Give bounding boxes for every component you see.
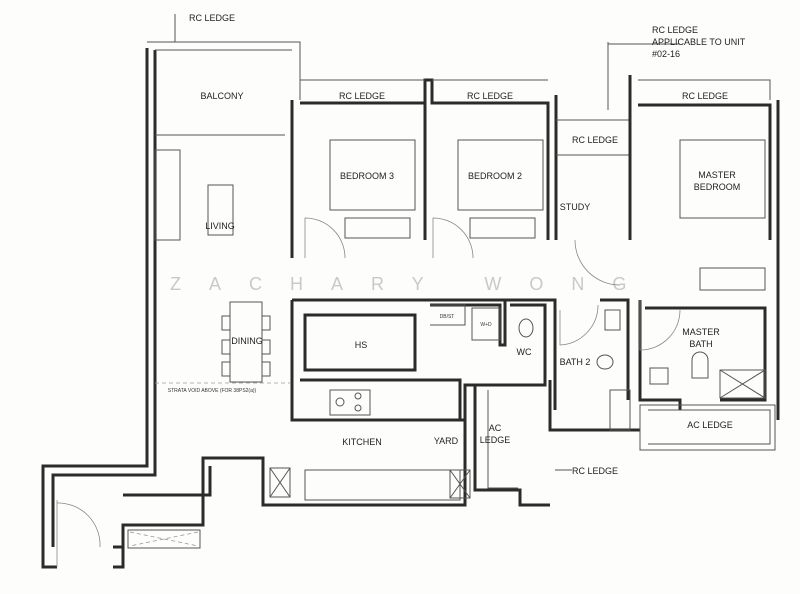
label-master-bath-1: MASTER — [682, 327, 720, 337]
label-master-bedroom-2: BEDROOM — [694, 182, 741, 192]
label-rc-ledge-master: RC LEDGE — [682, 91, 728, 101]
label-bath2: BATH 2 — [560, 357, 591, 367]
label-kitchen: KITCHEN — [342, 437, 382, 447]
label-rc-ledge-top-left: RC LEDGE — [189, 13, 235, 23]
label-rc-ledge-bedroom3: RC LEDGE — [339, 91, 385, 101]
label-strata-void: STRATA VOID ABOVE (FOR 38PS2(a)) — [168, 388, 257, 394]
label-balcony: BALCONY — [200, 91, 243, 101]
label-rc-ledge-bedroom2: RC LEDGE — [467, 91, 513, 101]
label-hs: HS — [355, 340, 368, 350]
label-dining: DINING — [231, 336, 263, 346]
label-ac-ledge-yard-1: AC — [489, 423, 502, 433]
watermark: ZACHARY WONG — [170, 274, 654, 294]
label-ac-ledge-yard-2: LEDGE — [480, 435, 511, 445]
label-wc: WC — [517, 347, 532, 357]
label-rc-ledge-note-2: APPLICABLE TO UNIT — [652, 37, 746, 47]
label-rc-ledge-note-1: RC LEDGE — [652, 25, 698, 35]
label-living: LIVING — [205, 221, 235, 231]
label-yard: YARD — [434, 436, 459, 446]
label-rc-ledge-study: RC LEDGE — [572, 135, 618, 145]
label-dbst: DB/ST — [440, 314, 455, 320]
label-study: STUDY — [560, 202, 591, 212]
label-ac-ledge-master: AC LEDGE — [687, 420, 733, 430]
label-rc-ledge-bottom: RC LEDGE — [572, 466, 618, 476]
label-bedroom2: BEDROOM 2 — [468, 171, 522, 181]
walls — [41, 14, 780, 569]
label-master-bedroom-1: MASTER — [698, 170, 736, 180]
room-labels: RC LEDGE BALCONY RC LEDGE RC LEDGE RC LE… — [168, 13, 746, 476]
label-master-bath-2: BATH — [689, 339, 712, 349]
label-wd: W+D — [480, 322, 492, 328]
label-bedroom3: BEDROOM 3 — [340, 171, 394, 181]
label-rc-ledge-note-3: #02-16 — [652, 49, 680, 59]
